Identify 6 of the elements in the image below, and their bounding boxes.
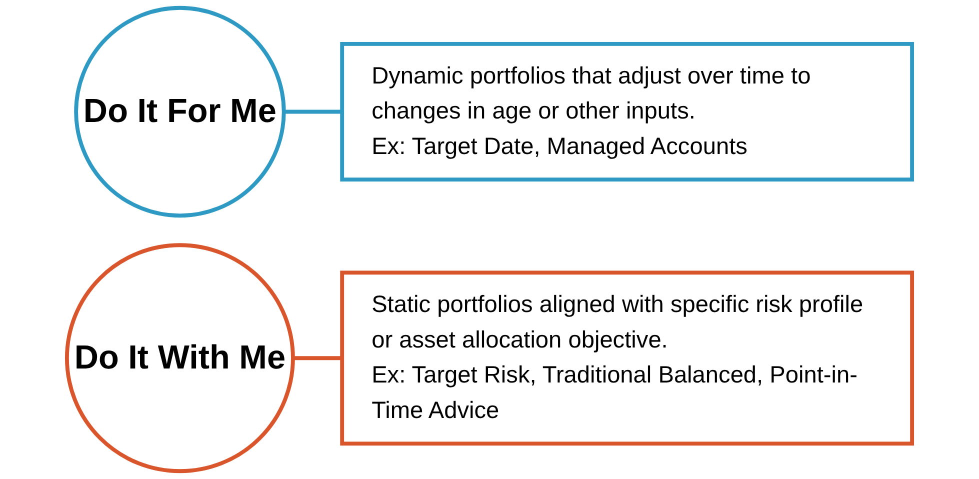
node-circle: Do It For Me (74, 6, 286, 218)
connector (284, 110, 342, 114)
node-box: Static portfolios aligned with specific risk profile or asset allocation objective. Ex: Target Risk, Traditional Balanced, Point-in-Time Advice (340, 270, 914, 446)
node-box: Dynamic portfolios that adjust over time to changes in age or other inputs. Ex: Target Date, Managed Accounts (340, 42, 914, 182)
node-circle: Do It With Me (64, 243, 295, 474)
connector (292, 356, 342, 360)
